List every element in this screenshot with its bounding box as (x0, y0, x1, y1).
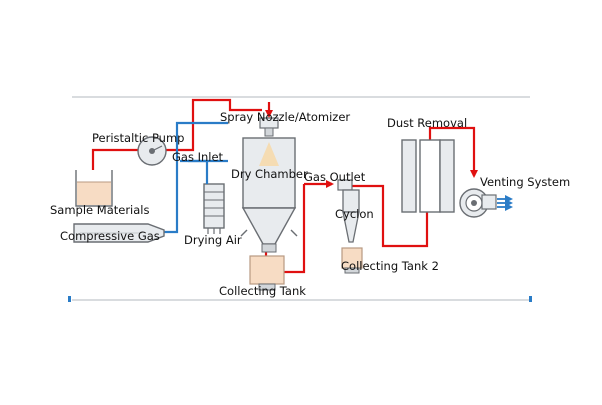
blue-pipes (164, 121, 228, 234)
drying-air-heater (203, 176, 225, 234)
label-gas-outlet: Gas Outlet (304, 170, 366, 184)
label-peristaltic-pump: Peristaltic Pump (92, 131, 184, 145)
venting-blower (459, 188, 497, 218)
collecting-tank-2 (341, 247, 363, 274)
peristaltic-pump (137, 136, 167, 166)
frame-corner-left (68, 296, 71, 302)
dust-removal-unit (401, 139, 455, 213)
cyclone (337, 179, 360, 243)
diagram-frame (72, 96, 530, 301)
dry-chamber (240, 137, 298, 253)
label-dry-chamber: Dry Chamber (231, 167, 308, 181)
label-collecting-tank-2: Collecting Tank 2 (341, 259, 439, 273)
compressive-gas-cylinder (73, 223, 165, 243)
label-dust-removal: Dust Removal (387, 116, 467, 130)
sample-materials-beaker (75, 170, 113, 207)
label-drying-air: Drying Air (184, 233, 242, 247)
label-sample-materials: Sample Materials (50, 203, 150, 217)
label-spray-nozzle: Spray Nozzle/Atomizer (220, 110, 350, 124)
frame-corner-right (529, 296, 532, 302)
spray-nozzle (259, 117, 279, 137)
label-collecting-tank: Collecting Tank (219, 284, 306, 298)
vent-outflow-arrows (497, 195, 513, 211)
label-cyclon: Cyclon (335, 207, 374, 221)
label-gas-inlet: Gas Inlet (172, 150, 224, 164)
label-compressive-gas: Compressive Gas (60, 229, 160, 243)
label-venting-system: Venting System (480, 175, 570, 189)
collecting-tank (249, 255, 285, 291)
